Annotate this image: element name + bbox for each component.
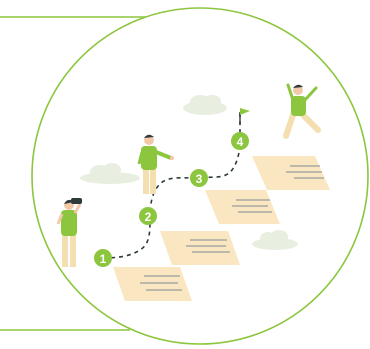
step-number-4: 4 [237, 135, 244, 149]
step-marker-4: 4 [231, 132, 249, 150]
cloud-right [252, 230, 298, 250]
step-marker-3: 3 [190, 169, 208, 187]
cloud-top [183, 95, 227, 115]
person-celebrating [283, 83, 321, 139]
progress-path [102, 112, 241, 259]
step-note-4 [252, 156, 330, 190]
step-marker-2: 2 [139, 207, 157, 225]
binoculars-icon [71, 198, 82, 204]
step-marker-1: 1 [94, 249, 112, 267]
cloud-left [80, 163, 140, 184]
flag-icon [239, 108, 250, 124]
step-number-3: 3 [196, 172, 203, 186]
person-pointing [137, 134, 174, 194]
person-with-binoculars [56, 198, 82, 267]
step-note-3 [205, 190, 280, 224]
step-number-1: 1 [100, 252, 107, 266]
step-note-1 [113, 267, 192, 301]
step-number-2: 2 [145, 210, 152, 224]
step-note-2 [160, 231, 240, 265]
